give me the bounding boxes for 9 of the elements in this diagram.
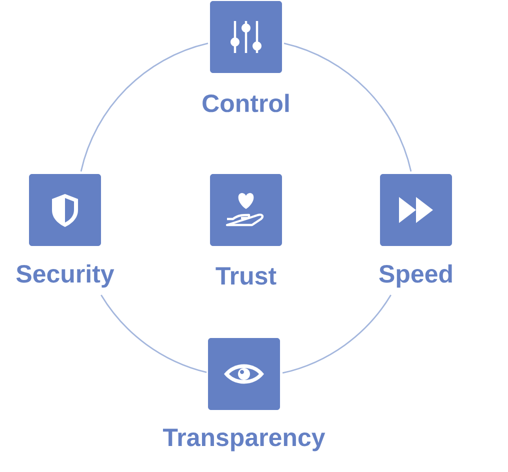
- node-label: Security: [16, 264, 114, 288]
- ring-arc: [80, 42, 208, 172]
- node-label: Trust: [216, 267, 276, 285]
- ring-arc: [282, 294, 392, 374]
- ring-arc: [100, 294, 207, 373]
- ring-arc: [284, 42, 412, 172]
- node-label: Transparency: [163, 428, 326, 452]
- node-label: Speed: [379, 264, 452, 288]
- node-label: Control: [202, 94, 289, 112]
